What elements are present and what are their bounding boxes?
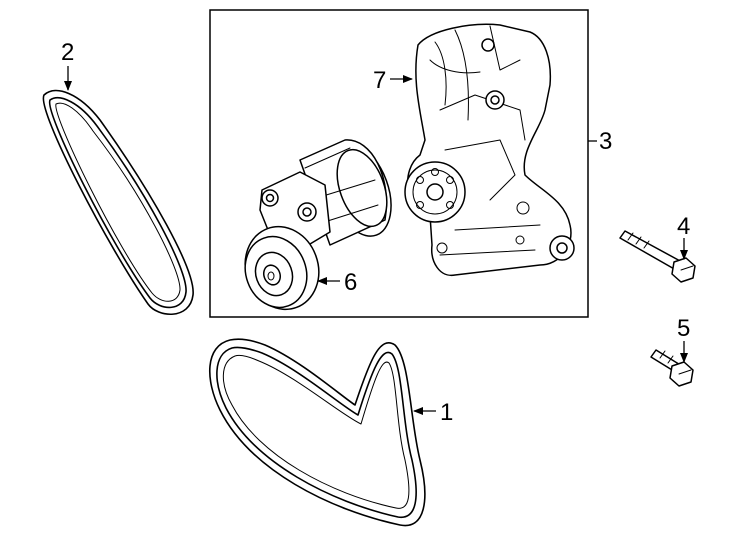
assembly-box [209,9,589,318]
callout-5: 5 [677,315,690,342]
belt-small [42,89,194,316]
callout-2: 2 [61,39,74,66]
bracket [404,23,575,277]
tensioner [244,139,392,311]
callout-1: 1 [440,399,453,426]
bolt-short [650,349,694,387]
belt-large [209,338,426,527]
callout-4: 4 [677,213,690,240]
callout-3: 3 [599,128,612,155]
bolt-long [619,230,696,283]
callout-7: 7 [373,67,386,94]
callout-6: 6 [344,269,357,296]
